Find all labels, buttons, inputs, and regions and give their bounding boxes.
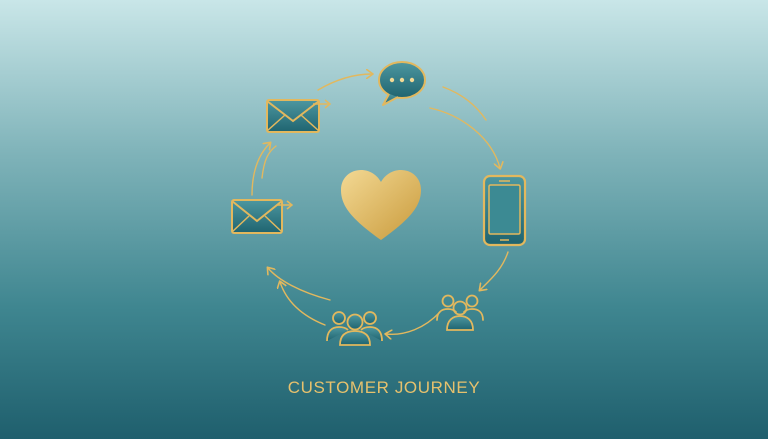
cycle-arrows bbox=[251, 74, 509, 334]
team-icon bbox=[326, 311, 383, 346]
arrow-team-to-email-a bbox=[268, 268, 331, 301]
heart-icon bbox=[341, 170, 421, 240]
arrow-chat-to-phone-b bbox=[429, 107, 500, 168]
arrow-email-top-to-chat bbox=[317, 74, 372, 91]
email-icon bbox=[266, 99, 332, 133]
diagram-caption: CUSTOMER JOURNEY bbox=[287, 378, 481, 397]
arrow-team-to-email-b bbox=[280, 282, 326, 326]
arrow-email-low-to-email-top-b bbox=[261, 145, 277, 179]
arrow-chat-to-phone-a bbox=[442, 86, 487, 121]
group-icon bbox=[436, 294, 484, 331]
arrow-email-low-to-email-top bbox=[251, 143, 270, 196]
smartphone-icon bbox=[482, 174, 527, 247]
speech-bubble-icon bbox=[378, 61, 426, 106]
email-icon bbox=[231, 199, 294, 234]
arrow-group-to-team bbox=[386, 311, 441, 334]
arrow-phone-to-group bbox=[480, 251, 509, 290]
